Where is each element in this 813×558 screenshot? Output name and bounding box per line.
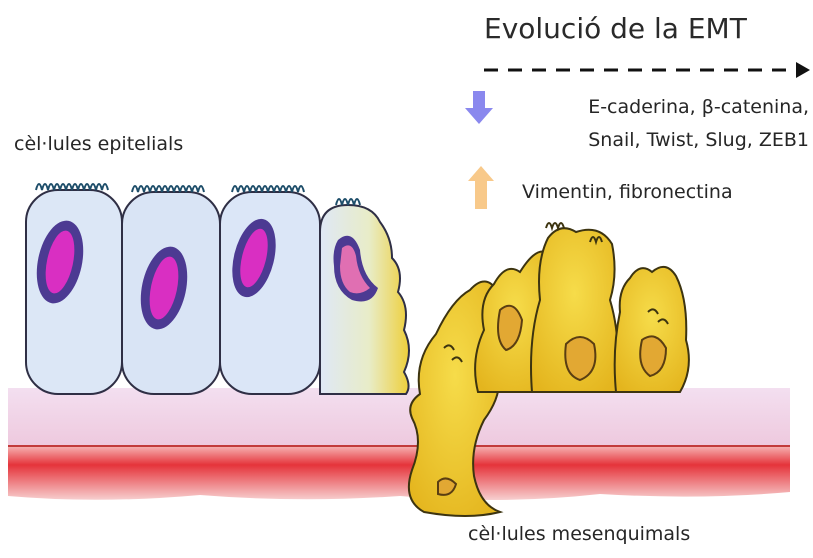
stroma: [8, 446, 790, 500]
evolution-arrow-head: [796, 62, 810, 78]
downregulated-line-1: E-caderina, β-catenina,: [519, 91, 809, 124]
transitioning-cell: [320, 199, 409, 394]
mesenchymal-cells-label: cèl·lules mesenquimals: [468, 523, 690, 545]
diagram-title: Evolució de la EMT: [484, 12, 747, 45]
mesenchymal-cell-b: [531, 223, 618, 392]
downregulated-line-2: Snail, Twist, Slug, ZEB1: [519, 124, 809, 157]
downregulated-markers: E-caderina, β-catenina, Snail, Twist, Sl…: [519, 91, 809, 157]
epithelial-cell-1: [26, 184, 122, 394]
upregulated-markers: Vimentin, fibronectina: [522, 181, 733, 203]
epithelial-cell-2: [122, 186, 220, 394]
epithelial-cell-3: [220, 186, 320, 394]
down-arrow-icon: [465, 91, 493, 124]
up-arrow-icon: [468, 166, 494, 209]
basement-membrane: [8, 388, 790, 446]
epithelial-cells-label: cèl·lules epitelials: [14, 133, 183, 155]
mesenchymal-cell-c: [615, 267, 689, 392]
